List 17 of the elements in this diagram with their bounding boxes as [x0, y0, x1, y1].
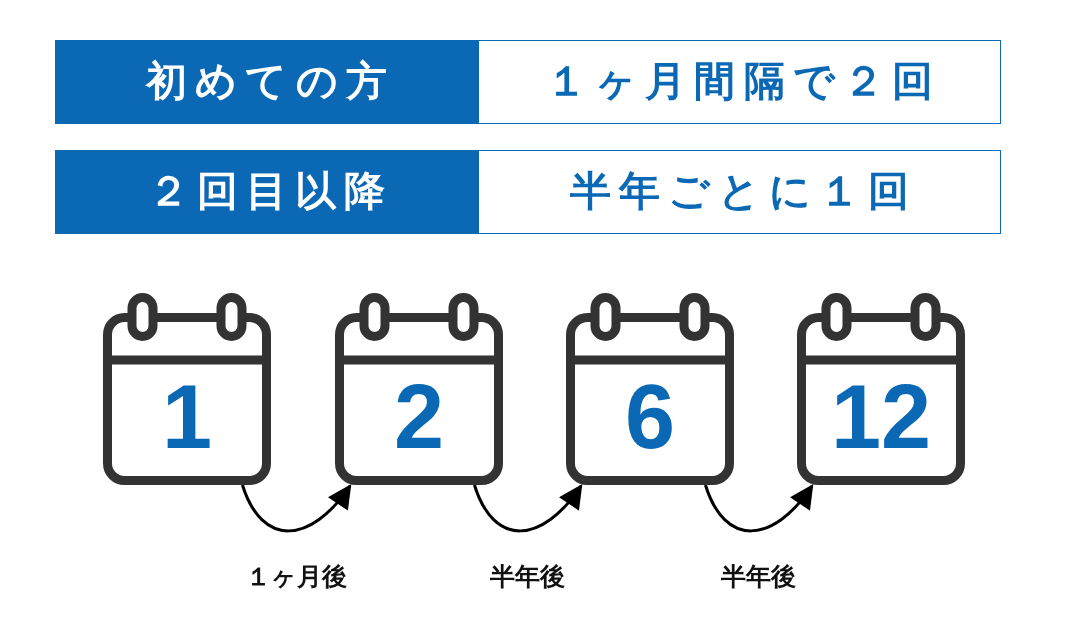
curved-arrow: [241, 484, 352, 533]
category-label: 初めての方: [144, 57, 396, 107]
curved-arrow: [473, 484, 583, 533]
category-label: ２回目以降: [146, 167, 394, 217]
month-number: 1: [161, 372, 213, 462]
schedule-text: １ヶ月間隔で２回: [544, 57, 942, 107]
category-cell: [55, 150, 478, 234]
schedule-cell: [478, 40, 1001, 124]
edge-label: 半年後: [721, 562, 797, 592]
month-number: 2: [393, 372, 445, 462]
month-number: 6: [624, 372, 676, 462]
curved-arrow: [704, 484, 814, 533]
schedule-cell: [478, 150, 1001, 234]
category-cell: [55, 40, 478, 124]
schedule-text: 半年ごとに１回: [568, 167, 918, 217]
edge-label: 半年後: [490, 562, 566, 592]
month-number: 12: [830, 372, 932, 462]
